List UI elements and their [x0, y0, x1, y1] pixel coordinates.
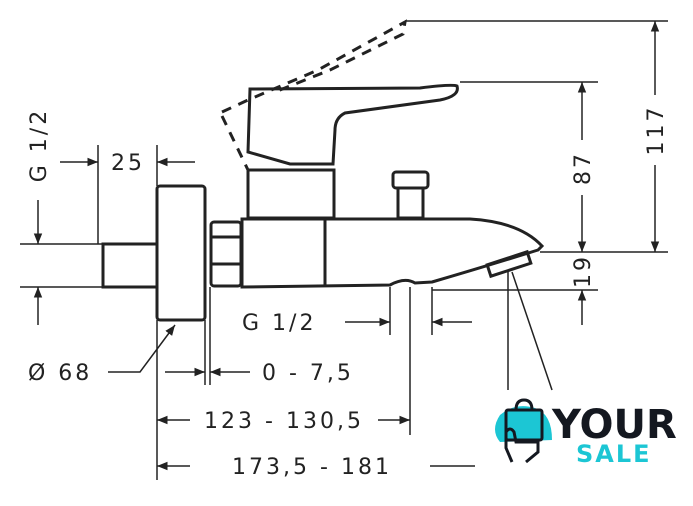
inlet-pipe [101, 242, 159, 289]
connection-nut [209, 220, 243, 288]
lever [246, 83, 459, 166]
logo-word-sale: SALE [576, 440, 652, 468]
shopping-bag-hand-icon [504, 398, 544, 464]
logo-blob [495, 406, 552, 442]
cartridge-housing [246, 168, 336, 220]
main-body [240, 217, 545, 289]
wall-rosette [155, 184, 207, 322]
dimension-lines [20, 20, 668, 480]
diverter-knob [391, 170, 430, 190]
dim-25: 25 [111, 151, 145, 176]
dim-g12-vertical: G 1/2 [27, 108, 52, 182]
dim-123-130-5: 123 - 130,5 [204, 409, 364, 434]
aerator [485, 249, 533, 279]
dim-g12-horizontal: G 1/2 [242, 311, 316, 336]
dim-diameter-68: Ø 68 [28, 361, 92, 386]
yoursale-logo: YOUR SALE [488, 396, 688, 468]
dim-19: 19 [571, 254, 596, 288]
dim-117: 117 [644, 105, 669, 156]
dim-87: 87 [571, 151, 596, 185]
logo-word-your: YOUR [551, 402, 677, 448]
lever-raised-dashed [221, 19, 407, 114]
dim-0-7-5: 0 - 7,5 [262, 361, 354, 386]
faucet-outline [101, 19, 545, 322]
dimension-labels: 117 87 19 G 1/2 25 Ø 68 0 - 7,5 G 1/2 12… [27, 105, 669, 481]
dim-173-5-181: 173,5 - 181 [232, 455, 392, 480]
